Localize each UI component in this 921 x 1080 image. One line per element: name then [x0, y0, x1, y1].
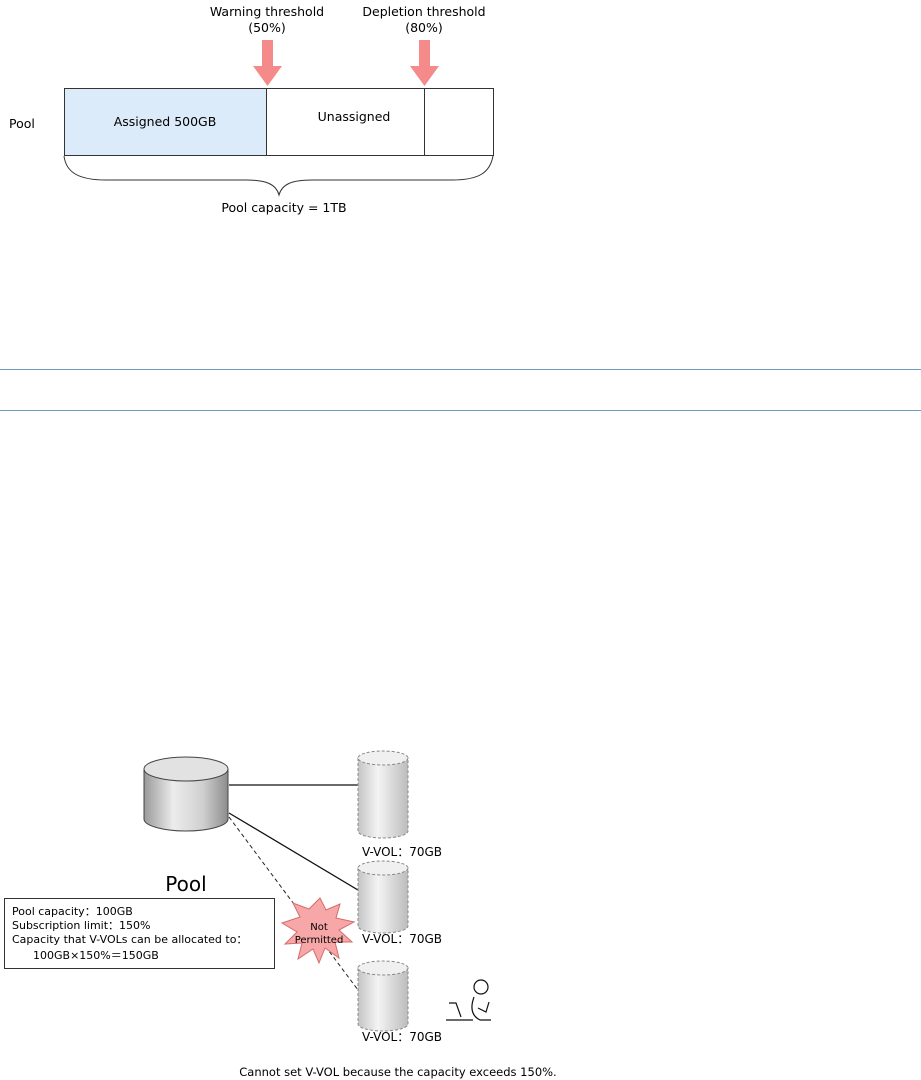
separator-bottom	[0, 410, 921, 411]
unassigned-label: Unassigned	[318, 109, 391, 124]
not-permitted-starburst-icon	[280, 897, 356, 965]
depletion-arrow-icon	[410, 40, 439, 86]
info-subscription-limit: Subscription limit：150%	[12, 919, 151, 932]
pool-row-label: Pool	[9, 116, 35, 131]
vvol-1-cylinder-icon	[357, 750, 409, 839]
depletion-threshold-percent: (80%)	[405, 20, 443, 35]
info-box	[4, 898, 275, 969]
warning-threshold-percent: (50%)	[248, 20, 286, 35]
vvol-1-label: V-VOL：70GB	[362, 845, 442, 859]
assigned-segment	[64, 88, 267, 156]
assigned-label: Assigned 500GB	[114, 114, 217, 129]
vvol-3-label: V-VOL：70GB	[362, 1030, 442, 1044]
threshold-diagram: Warning threshold (50%) Depletion thresh…	[9, 4, 494, 215]
reserve-segment	[424, 88, 494, 156]
capacity-brace	[63, 155, 494, 197]
pool-cylinder-icon	[143, 756, 229, 832]
warning-arrow-icon	[253, 40, 282, 86]
pool-capacity-label: Pool capacity = 1TB	[221, 200, 346, 215]
depletion-threshold-title: Depletion threshold	[362, 4, 485, 19]
subscription-diagram: Pool V-VOL：70GB V-VOL：70GB V-VOL：70GB No…	[4, 750, 557, 1079]
connector-vvol-2	[228, 812, 359, 891]
warning-threshold-title: Warning threshold	[210, 4, 324, 19]
figure-caption: Cannot set V-VOL because the capacity ex…	[239, 1065, 556, 1079]
vvol-3-cylinder-icon	[357, 960, 409, 1032]
unassigned-segment	[266, 88, 425, 156]
vvol-2-cylinder-icon	[357, 860, 409, 934]
not-permitted-line2: Permitted	[295, 935, 344, 946]
pool-label: Pool	[165, 872, 206, 896]
not-permitted-line1: Not	[310, 922, 328, 933]
separator-top	[0, 369, 921, 370]
info-calculation: 100GB×150%＝150GB	[33, 949, 159, 962]
vvol-2-label: V-VOL：70GB	[362, 932, 442, 946]
info-allocatable-capacity: Capacity that V-VOLs can be allocated to…	[12, 933, 247, 946]
user-at-laptop-icon	[446, 979, 491, 1021]
info-pool-capacity: Pool capacity：100GB	[12, 905, 133, 918]
